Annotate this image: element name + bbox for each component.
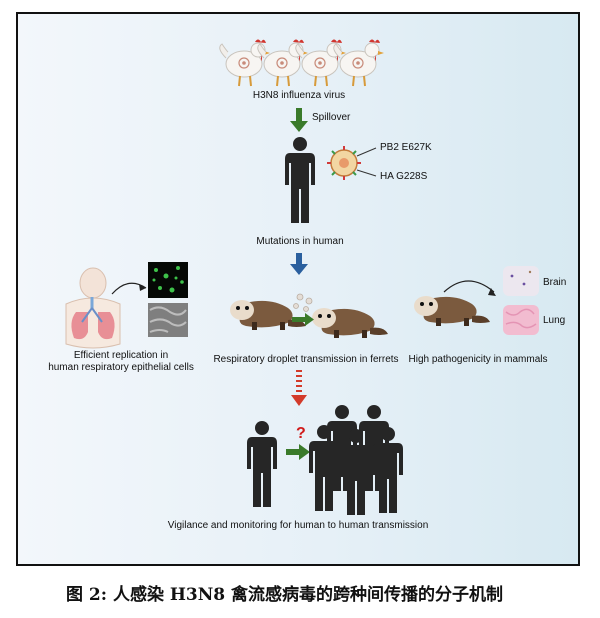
figure-frame — [16, 12, 580, 566]
replication-label-line2: human respiratory epithelial cells — [48, 362, 194, 373]
human-mutation-label: Mutations in human — [256, 236, 344, 247]
chicken-3 — [294, 38, 347, 87]
figure-caption: 图 2: 人感染 H3N8 禽流感病毒的跨种间传播的分子机制 — [66, 585, 504, 605]
chicken-4 — [332, 38, 385, 87]
pathogenicity-label: High pathogenicity in mammals — [408, 354, 548, 365]
virus-label: H3N8 influenza virus — [252, 90, 346, 101]
spillover-arrow — [290, 108, 308, 132]
ferret-transmission-arrow — [292, 313, 314, 326]
chicken-1 — [218, 38, 271, 87]
chicken-group — [218, 38, 385, 87]
mutation-arrow — [290, 253, 308, 275]
ferret-infected-icon — [414, 296, 490, 326]
ferret-to-tissue-arrow — [443, 280, 495, 293]
mutation-ha-label: HA G228S — [380, 171, 428, 182]
question-mark: ? — [296, 425, 306, 442]
ferret-recipient-icon — [312, 308, 388, 338]
replication-label-line1: Efficient replication in — [73, 350, 169, 361]
index-case-human-icon — [247, 421, 277, 507]
lung-tissue-image — [503, 305, 539, 335]
lung-label: Lung — [543, 315, 566, 326]
micrograph-green-image — [148, 262, 188, 298]
vigilance-label: Vigilance and monitoring for human to hu… — [167, 520, 429, 531]
brain-tissue-image — [503, 266, 539, 296]
micrograph-gray-image — [148, 303, 188, 337]
brain-label: Brain — [543, 277, 567, 288]
human-transmission-arrow — [286, 444, 310, 460]
respiratory-system-icon — [65, 267, 121, 349]
virus-particle-icon — [327, 146, 377, 180]
chicken-2 — [256, 38, 309, 87]
mutation-pb2-label: PB2 E627K — [380, 142, 432, 153]
uncertain-transmission-arrow — [291, 370, 307, 406]
droplets-icon — [293, 293, 313, 312]
spillover-label: Spillover — [312, 112, 351, 123]
human-crowd-icon — [309, 405, 403, 515]
ferret-transmission-label: Respiratory droplet transmission in ferr… — [213, 354, 399, 365]
infected-human-icon — [285, 137, 315, 223]
